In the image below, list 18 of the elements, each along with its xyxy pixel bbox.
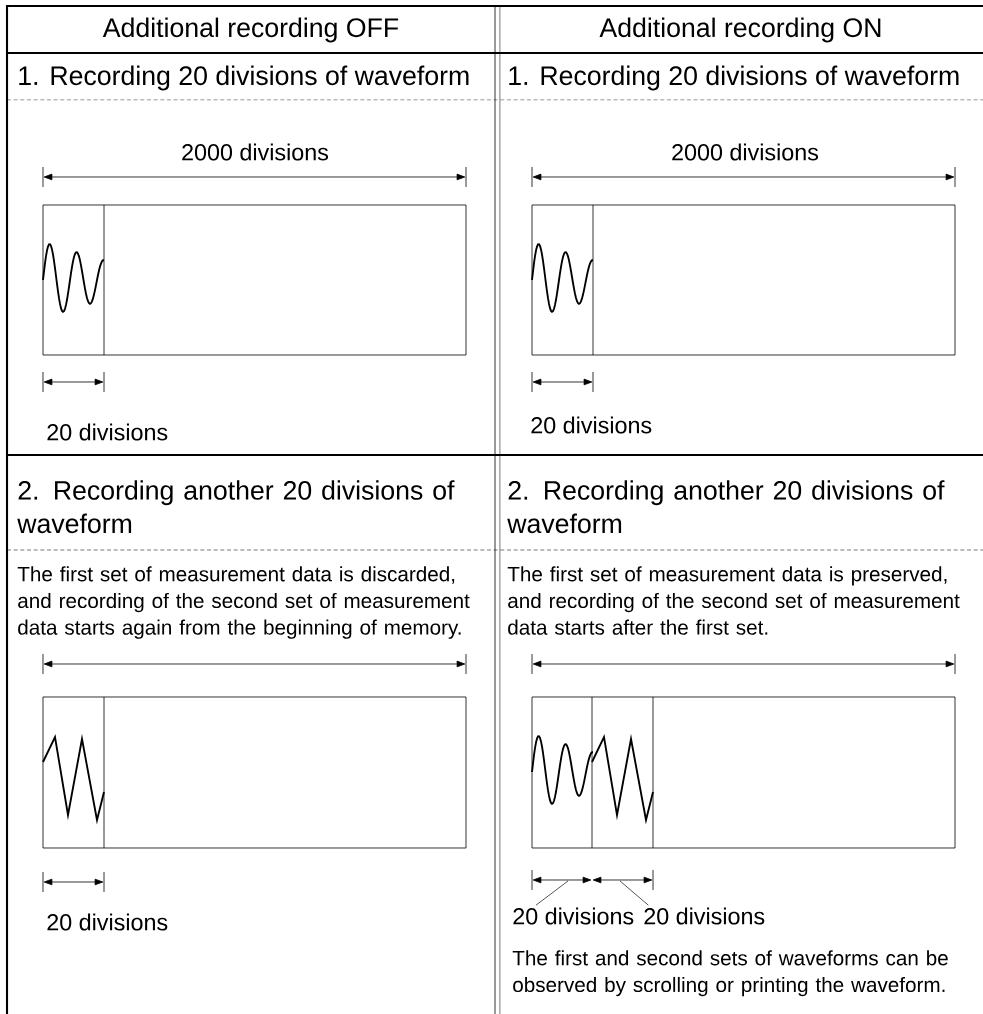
- leader-text: 20 divisions: [644, 907, 765, 925]
- column-heading: Additional recording ON: [599, 17, 881, 43]
- dimension-label: 2000 divisions: [672, 143, 819, 161]
- step-heading: 2. Recording another 20 divisions of waveform: [507, 480, 945, 534]
- column-heading: Additional recording OFF: [102, 17, 399, 43]
- step-heading: 1. Recording 20 divisions of waveform: [19, 65, 469, 91]
- note-text: The first and second sets of waveforms can be observed by scrolling or printing the waveform.: [512, 950, 948, 997]
- dimension-label: 20 divisions: [531, 416, 652, 434]
- leader-text: 20 divisions: [513, 907, 634, 925]
- description-text: The first set of measurement data is discarded, and recording of the second set of measurement data starts again from the beginning of memory.: [17, 566, 470, 639]
- description-text: The first set of measurement data is preserved, and recording of the second set of measurement data starts after the first set.: [507, 566, 960, 635]
- dimension-label: 2000 divisions: [182, 143, 329, 161]
- dimension-label: 20 divisions: [47, 423, 168, 441]
- step-heading: 1. Recording 20 divisions of waveform: [509, 65, 959, 91]
- dimension-label: 20 divisions: [47, 913, 168, 931]
- leader-line: [619, 880, 649, 906]
- step-heading: 2. Recording another 20 divisions of waveform: [17, 480, 455, 534]
- leader-line: [535, 880, 569, 906]
